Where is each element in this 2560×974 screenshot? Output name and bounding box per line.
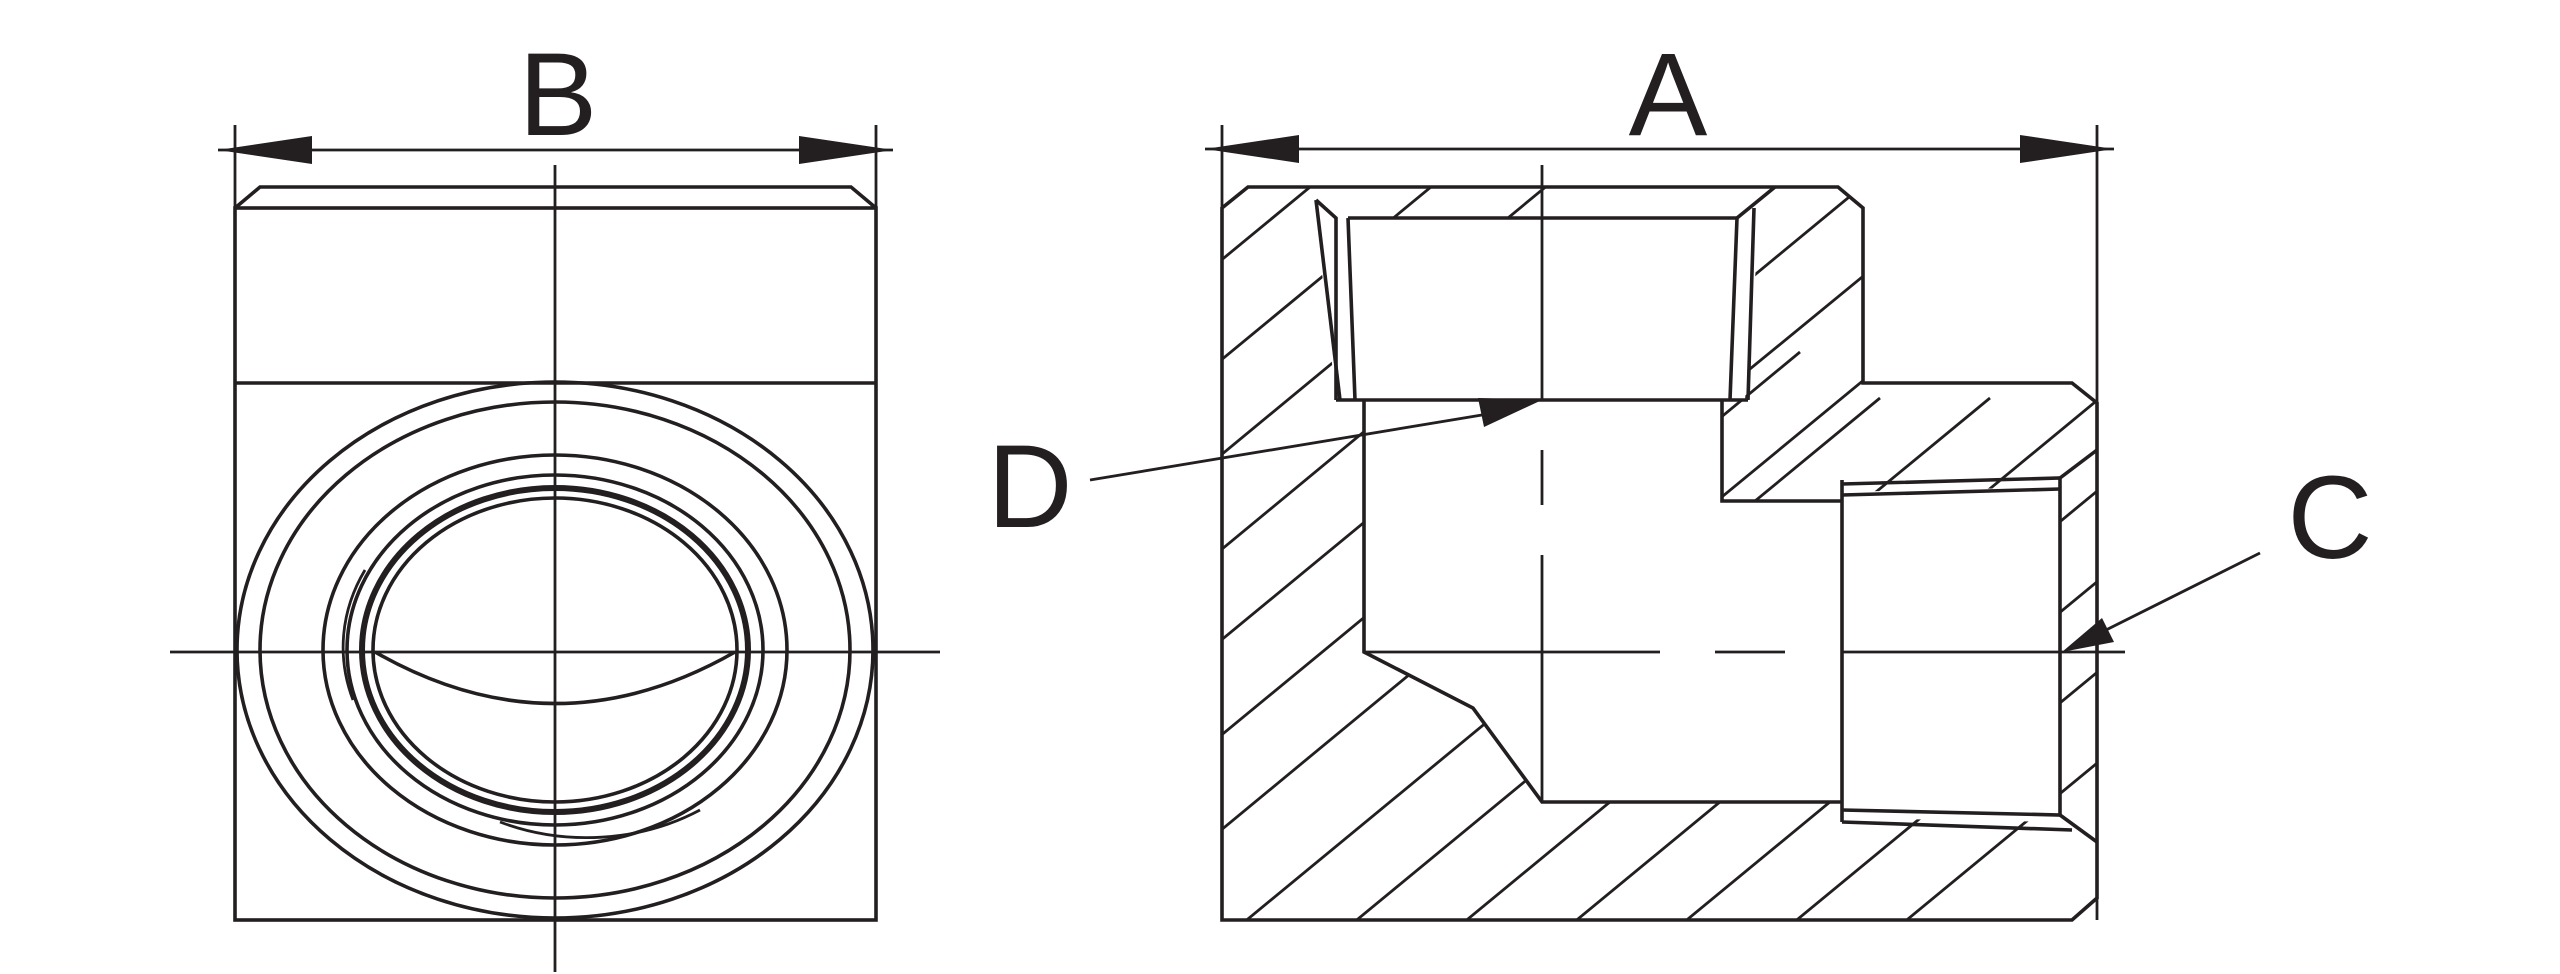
side-port-bore: [1841, 476, 2062, 817]
top-port-left-taper: [1314, 199, 1342, 401]
label-c: C: [2287, 452, 2372, 584]
leader-d: [1089, 398, 1542, 482]
cavity-left-and-bottom: [1362, 400, 1842, 804]
leader-c: [2062, 551, 2261, 652]
cavity-right-step: [1720, 400, 1842, 503]
dimension-b-label: B: [519, 29, 598, 161]
top-port-left-wall: [1314, 198, 1338, 400]
section-outer-outline: [1220, 185, 2099, 922]
label-d: D: [987, 421, 1072, 553]
top-port-left-thread: [1346, 217, 1357, 401]
side-port-bottom-chamfer: [2058, 813, 2099, 844]
end-view: B: [170, 29, 940, 972]
section-view: D C A: [987, 29, 2373, 922]
dimension-a-line: [1205, 135, 2114, 163]
side-port-top-thread: [1841, 487, 2061, 497]
thread-arc-bottom: [499, 808, 701, 840]
dimension-b-line: [218, 136, 893, 164]
dimension-a-label: A: [1629, 29, 1708, 161]
top-port-right-wall: [1728, 185, 1777, 401]
thread-arc-left: [341, 569, 367, 701]
top-port-right-thread: [1746, 207, 1756, 401]
side-port-top-chamfer: [2058, 448, 2099, 480]
side-port-bottom-thread: [1841, 820, 2073, 832]
